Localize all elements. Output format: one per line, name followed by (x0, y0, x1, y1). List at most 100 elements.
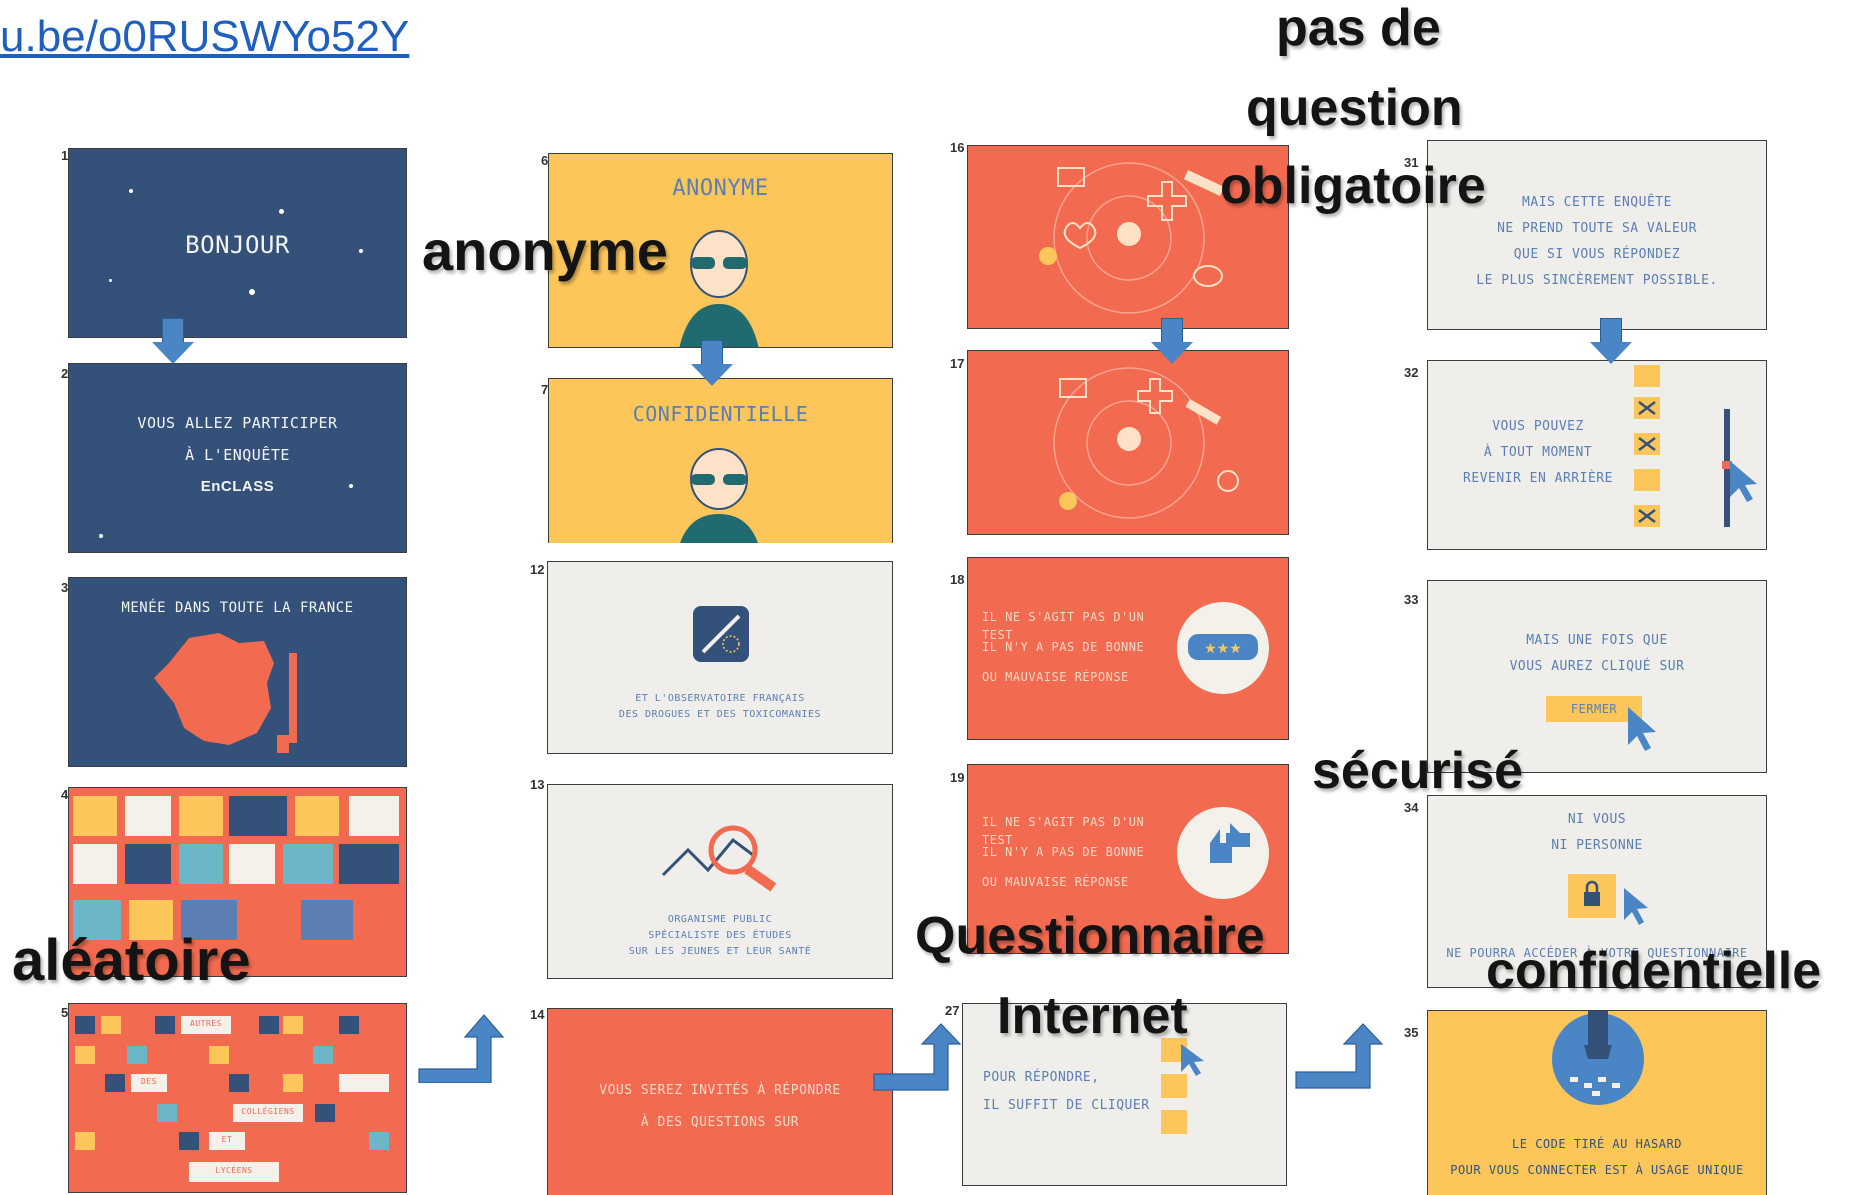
caption-question: question (1246, 79, 1463, 137)
arrow-down-icon (691, 340, 733, 386)
slide-number: 6 (541, 153, 549, 168)
fermer-button: FERMER (1546, 696, 1642, 722)
slide-questions: VOUS SEREZ INVITÉS À RÉPONDRE À DES QUES… (547, 1008, 893, 1195)
slide-pas-test-1: IL NE S'AGIT PAS D'UN TEST IL N'Y A PAS … (967, 557, 1289, 740)
slide-text: NE PREND TOUTE SA VALEUR (1497, 221, 1697, 236)
slide-text: VOUS ALLEZ PARTICIPER (137, 414, 338, 432)
arrow-down-icon (1590, 318, 1632, 364)
lock-icon (1568, 874, 1648, 925)
caption-anonyme: anonyme (422, 219, 668, 282)
caption-aleatoire: aléatoire (12, 928, 251, 993)
slide-anonyme: ANONYME (548, 153, 893, 348)
elbow-arrow-icon (1295, 1023, 1384, 1089)
grid-word: DES (141, 1077, 157, 1086)
slide-organisme: ORGANISME PUBLIC SPÉCIALISTE DES ÉTUDES … (547, 784, 893, 979)
slide-text: VOUS POUVEZ (1492, 419, 1584, 434)
slide-text: VOUS AUREZ CLIQUÉ SUR (1509, 659, 1685, 674)
slide-number: 33 (1404, 592, 1419, 607)
cursor-icon (1628, 707, 1656, 751)
slide-france: MENÉE DANS TOUTE LA FRANCE (68, 577, 407, 767)
slide-text: IL N'Y A PAS DE BONNE (982, 640, 1145, 654)
slide-number: 17 (950, 356, 965, 371)
grid-word: AUTRES (190, 1019, 222, 1028)
slide-text: OU MAUVAISE RÉPONSE (982, 875, 1129, 889)
slide-text: IL NE S'AGIT PAS D'UN TEST (982, 610, 1145, 642)
slide-participer: VOUS ALLEZ PARTICIPER À L'ENQUÊTE EnCLAS… (68, 363, 407, 553)
slide-number: 5 (61, 1005, 69, 1020)
themes-icon (1053, 367, 1239, 519)
anonymous-person-icon (680, 448, 758, 543)
checkbox-list-icon (1161, 1038, 1204, 1134)
slide-number: 12 (530, 562, 545, 577)
svg-text:★★★: ★★★ (1204, 641, 1242, 657)
slide-number: 14 (530, 1007, 545, 1022)
slide-text: IL NE S'AGIT PAS D'UN TEST (982, 815, 1145, 847)
slide-text: IL N'Y A PAS DE BONNE (982, 845, 1145, 859)
slide-text: IL SUFFIT DE CLIQUER (983, 1098, 1150, 1113)
slide-text: REVENIR EN ARRIÈRE (1463, 471, 1613, 486)
slide-text: ET L'OBSERVATOIRE FRANÇAIS (635, 693, 805, 704)
slide-text: LE CODE TIRÉ AU HASARD (1512, 1137, 1682, 1151)
slide-number: 2 (61, 366, 69, 381)
video-link[interactable]: u.be/o0RUSWYo52Y (0, 12, 410, 61)
slide-text: MENÉE DANS TOUTE LA FRANCE (121, 600, 354, 616)
slide-text: À TOUT MOMENT (1483, 445, 1593, 460)
slide-ofdt: ET L'OBSERVATOIRE FRANÇAIS DES DROGUES E… (547, 561, 893, 754)
slide-personne: NI VOUS NI PERSONNE NE POURRA ACCÉDER À … (1427, 795, 1767, 988)
grid-word: COLLÉGIENS (241, 1107, 295, 1116)
elbow-arrow-icon (873, 1023, 962, 1091)
caption-internet: Internet (997, 987, 1188, 1045)
slide-text: LE PLUS SINCÈREMENT POSSIBLE. (1476, 273, 1718, 288)
slide-number: 13 (530, 777, 545, 792)
slide-code-hasard: LE CODE TIRÉ AU HASARD POUR VOUS CONNECT… (1427, 1010, 1767, 1195)
slide-cliquer: POUR RÉPONDRE, IL SUFFIT DE CLIQUER (962, 1003, 1287, 1186)
caption-confidentielle: confidentielle (1486, 942, 1822, 1000)
caption-securise: sécurisé (1312, 742, 1524, 800)
slide-number: 31 (1404, 155, 1419, 170)
magnifier-chart-icon (661, 825, 777, 892)
enclass-logo: EnCLASS (200, 478, 275, 495)
slide-text: NE POURRA ACCÉDER À VOTRE QUESTIONNAIRE (1446, 946, 1748, 960)
slide-number: 35 (1404, 1025, 1419, 1040)
slide-random-grid: AUTRES DES COLLÉGIENS ET LYCÉENS (68, 1003, 407, 1193)
people-grid-icon (73, 796, 399, 940)
slide-text: NI VOUS (1567, 812, 1627, 827)
slide-themes-1 (967, 145, 1289, 329)
slide-number: 19 (950, 770, 965, 785)
slide-people-grid (68, 787, 407, 977)
slide-number: 4 (61, 787, 69, 802)
slide-number: 27 (945, 1003, 960, 1018)
caption-obligatoire: obligatoire (1220, 157, 1486, 215)
slide-themes-2 (967, 350, 1289, 535)
hand-random-code-icon (1552, 1011, 1644, 1105)
slide-text: BONJOUR (185, 231, 290, 259)
slide-text: VOUS SEREZ INVITÉS À RÉPONDRE (599, 1083, 841, 1098)
slide-text: NI PERSONNE (1551, 838, 1643, 853)
slide-text: ORGANISME PUBLIC (667, 914, 773, 925)
slide-number: 18 (950, 572, 965, 587)
slide-text: MAIS UNE FOIS QUE (1526, 633, 1668, 648)
slide-bonjour: BONJOUR (68, 148, 407, 338)
slide-text: QUE SI VOUS RÉPONDEZ (1513, 247, 1681, 262)
caption-pas-de: pas de (1276, 0, 1441, 57)
ofdt-logo-icon (693, 606, 749, 662)
slide-number: 1 (61, 148, 69, 163)
slide-text: OU MAUVAISE RÉPONSE (982, 670, 1129, 684)
slide-revenir: VOUS POUVEZ À TOUT MOMENT REVENIR EN ARR… (1427, 360, 1767, 550)
slide-text: DES DROGUES ET DES TOXICOMANIES (618, 709, 822, 720)
caption-questionnaire: Questionnaire (915, 907, 1265, 965)
slide-text: À DES QUESTIONS SUR (640, 1115, 800, 1130)
slide-sincerement: MAIS CETTE ENQUÊTE NE PREND TOUTE SA VAL… (1427, 140, 1767, 330)
themes-icon (1039, 162, 1225, 314)
grid-word: LYCÉENS (215, 1166, 253, 1175)
slide-text: POUR RÉPONDRE, (983, 1070, 1100, 1085)
slide-text: POUR VOUS CONNECTER EST À USAGE UNIQUE (1450, 1163, 1744, 1177)
slide-number: 32 (1404, 365, 1419, 380)
slide-text: CONFIDENTIELLE (632, 402, 809, 426)
checkbox-list-icon (1634, 365, 1757, 527)
slide-text: SUR LES JEUNES ET LEUR SANTÉ (628, 946, 812, 957)
slide-number: 16 (950, 140, 965, 155)
slide-fermer: MAIS UNE FOIS QUE VOUS AUREZ CLIQUÉ SUR … (1427, 580, 1767, 773)
thumbs-bubble-icon (1177, 807, 1269, 899)
